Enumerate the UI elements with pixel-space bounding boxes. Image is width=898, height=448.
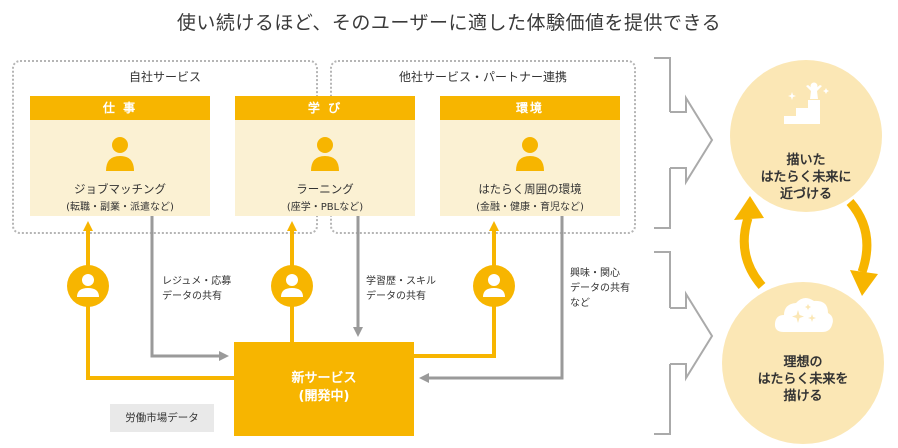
card-work: 仕 事	[30, 96, 210, 216]
flow-label-environment-line2: データの共有	[570, 283, 630, 294]
new-service-box: 新サービス (開発中)	[234, 342, 414, 436]
flow-label-work-line2: データの共有	[162, 291, 222, 302]
bracket-arrows	[654, 57, 714, 435]
card-learning-head: 学 び	[235, 96, 415, 120]
new-service-status: (開発中)	[298, 389, 350, 404]
dream-cloud-icon	[774, 297, 833, 332]
person-icon	[271, 265, 313, 307]
future-bottom-line2: はたらく未来を	[757, 372, 849, 387]
card-environment-sub: (金融・健康・育児など)	[476, 202, 584, 213]
card-work-head: 仕 事	[30, 96, 210, 120]
new-service-title: 新サービス	[291, 371, 357, 386]
card-work-main: ジョブマッチング	[74, 182, 166, 196]
future-circle-top	[730, 60, 882, 212]
future-bottom-line1: 理想の	[783, 355, 823, 370]
card-environment-head: 環境	[440, 96, 620, 120]
person-icon	[516, 137, 544, 171]
card-environment-main: はたらく周囲の環境	[478, 182, 582, 196]
flow-label-environment-line1: 興味・関心	[570, 268, 620, 279]
connector-gray-environment	[419, 216, 564, 383]
flow-label-environment: 興味・関心 データの共有 など	[570, 266, 630, 311]
future-circle-bottom-text: 理想の はたらく未来を 描ける	[722, 354, 884, 405]
future-circle-top-text: 描いた はたらく未来に 近づける	[730, 152, 882, 203]
future-top-line1: 描いた	[786, 153, 826, 168]
flow-label-learning-line2: データの共有	[366, 291, 426, 302]
partner-services-label: 他社サービス・パートナー連携	[398, 70, 567, 84]
card-learning-main: ラーニング	[296, 182, 354, 196]
flow-label-work-line1: レジュメ・応募	[162, 276, 232, 287]
person-icon	[106, 137, 134, 171]
person-icon	[473, 265, 515, 307]
flow-label-learning: 学習歴・スキル データの共有	[366, 274, 436, 304]
labor-market-data: 労働市場データ	[110, 404, 214, 432]
flow-label-environment-line3: など	[570, 298, 590, 309]
future-bottom-line3: 描ける	[783, 389, 823, 404]
page-title: 使い続けるほど、そのユーザーに適した体験価値を提供できる	[176, 12, 722, 34]
flow-label-work: レジュメ・応募 データの共有	[162, 274, 231, 304]
cycle-arrows-icon	[734, 196, 878, 296]
connector-gray-work	[150, 216, 229, 361]
card-learning-sub: (座学・PBLなど)	[286, 202, 364, 213]
future-top-line2: はたらく未来に	[760, 170, 852, 185]
person-icon	[67, 265, 109, 307]
future-top-line3: 近づける	[779, 187, 832, 202]
flow-label-learning-line1: 学習歴・スキル	[366, 276, 436, 287]
stairs-success-icon	[784, 82, 829, 124]
card-work-sub: (転職・副業・派遣など)	[66, 202, 174, 213]
person-icon	[311, 137, 339, 171]
own-services-label: 自社サービス	[128, 70, 201, 84]
